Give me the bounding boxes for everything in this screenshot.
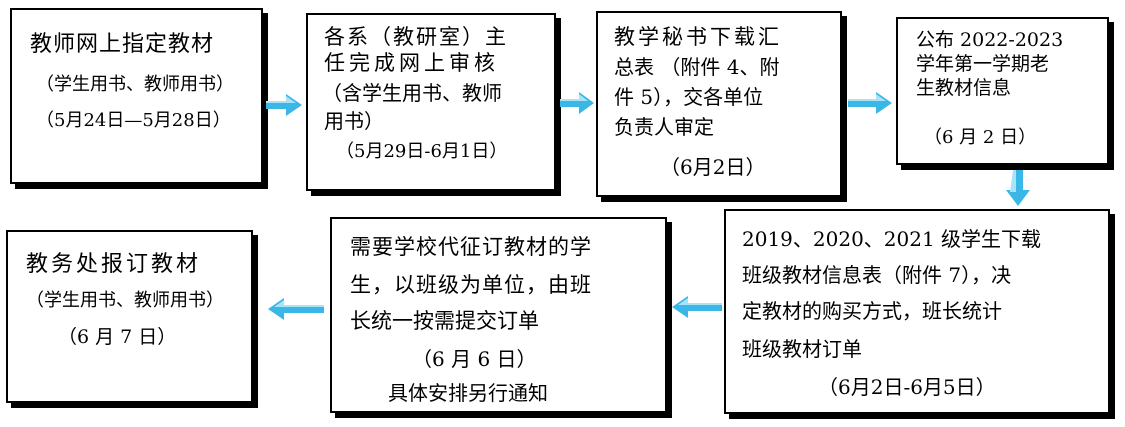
step-5-line-4: 班级教材订单 [742,337,862,361]
step-1-title: 教师网上指定教材 [30,32,215,57]
arrow-left-icon [268,298,324,320]
step-box-2: 各系（教研室）主 任完成网上审核 （含学生用书、教师 用书） （5月29日-6月… [306,13,556,191]
step-3-line-4: 负责人审定 [614,115,714,139]
step-4-line-3: 生教材信息 [916,77,1012,99]
step-2-date: （5月29日-6月1日） [336,141,508,162]
step-6-line-2: 生，以班级为单位，由班 [350,273,592,297]
step-7-title: 教务处报订教材 [26,252,202,277]
step-box-7: 教务处报订教材 （学生用书、教师用书） （6 月 7 日） [6,230,253,403]
step-box-5: 2019、2020、2021 级学生下载 班级教材信息表（附件 7），决 定教材… [724,209,1110,414]
step-3-date: （6月2日） [660,155,766,179]
step-box-4: 公布 2022-2023 学年第一学期老 生教材信息 （6 月 2 日） [896,17,1109,165]
step-5-date: （6月2日-6月5日） [818,375,996,399]
arrow-right-icon [266,94,302,116]
step-7-date: （6 月 7 日） [58,326,177,348]
arrow-right-icon [560,92,594,114]
step-box-6: 需要学校代征订教材的学 生，以班级为单位，由班 长统一按需提交订单 （6 月 6… [330,217,667,413]
step-1-subtitle: （学生用书、教师用书） [36,74,234,95]
step-3-line-3: 件 5），交各单位 [614,85,764,109]
arrow-right-icon [848,92,892,114]
step-6-note: 具体安排另行通知 [388,381,548,405]
arrow-down-icon [1006,170,1030,206]
step-box-1: 教师网上指定教材 （学生用书、教师用书） （5月24日—5月28日） [10,8,263,184]
step-4-line-2: 学年第一学期老 [916,53,1050,75]
step-box-3: 教学秘书下载汇 总表 （附件 4、附 件 5），交各单位 负责人审定 （6月2日… [596,11,842,197]
step-6-line-1: 需要学校代征订教材的学 [350,235,592,259]
step-6-date: （6 月 6 日） [412,347,537,371]
step-5-line-3: 定教材的购买方式，班长统计 [742,299,1002,323]
step-4-line-1: 公布 2022-2023 [916,29,1064,51]
step-1-date: （5月24日—5月28日） [36,110,231,131]
step-7-subtitle: （学生用书、教师用书） [26,290,224,311]
step-6-line-3: 长统一按需提交订单 [350,309,539,333]
step-3-line-2: 总表 （附件 4、附 [614,55,780,79]
step-5-line-1: 2019、2020、2021 级学生下载 [742,227,1042,251]
step-2-line-3: （含学生用书、教师 [322,81,502,105]
step-2-line-2: 任完成网上审核 [324,51,499,75]
step-4-date: （6 月 2 日） [924,127,1037,148]
step-2-line-1: 各系（教研室）主 [324,25,508,49]
step-5-line-2: 班级教材信息表（附件 7），决 [742,263,1012,287]
arrow-left-icon [672,296,722,318]
step-2-line-4: 用书） [324,109,384,133]
step-3-line-1: 教学秘书下载汇 [614,25,782,49]
